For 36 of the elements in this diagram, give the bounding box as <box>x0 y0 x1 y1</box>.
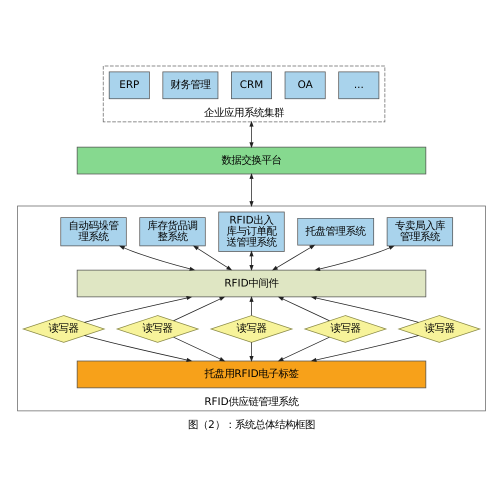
node-box: 自动码垛管理系统 <box>60 217 127 246</box>
arrow <box>272 244 316 271</box>
arrow <box>249 342 254 362</box>
node-box: 财务管理 <box>162 72 218 100</box>
arrow <box>314 245 395 271</box>
node-diamond: 读写器 <box>304 315 388 343</box>
arrow <box>249 172 254 208</box>
node-box: RFID中间件 <box>76 270 426 298</box>
arrow <box>173 296 226 322</box>
arrow <box>84 335 192 362</box>
arrow <box>310 335 419 362</box>
arrow <box>278 296 330 322</box>
node-box: 数据交换平台 <box>76 146 426 174</box>
node-box: 库存货品调整系统 <box>139 217 206 246</box>
node-box: 托盘管理系统 <box>297 218 374 246</box>
caption: 图（2）：系统总体结构框图 <box>188 419 315 432</box>
node-diamond: 读写器 <box>116 315 200 343</box>
arrow <box>278 336 330 362</box>
arrow <box>249 250 254 271</box>
arrow <box>192 245 232 271</box>
node-box: 托盘用RFID电子标签 <box>76 360 426 388</box>
node-box: ERP <box>108 72 150 100</box>
arrow <box>84 296 192 323</box>
node-box: 专卖局入库管理系统 <box>386 217 454 246</box>
node-box: CRM <box>231 72 272 100</box>
node-diamond: 读写器 <box>22 315 106 343</box>
arrow <box>249 120 254 148</box>
arrow <box>173 336 226 362</box>
arrow <box>310 296 419 323</box>
node-diamond: 读写器 <box>398 315 482 343</box>
node-box: RFID出入库与订单配送管理系统 <box>218 212 285 252</box>
arrow <box>249 296 254 316</box>
node-box: ... <box>338 72 380 100</box>
node-box: OA <box>284 72 326 100</box>
arrow <box>118 246 196 271</box>
node-diamond: 读写器 <box>210 315 294 343</box>
